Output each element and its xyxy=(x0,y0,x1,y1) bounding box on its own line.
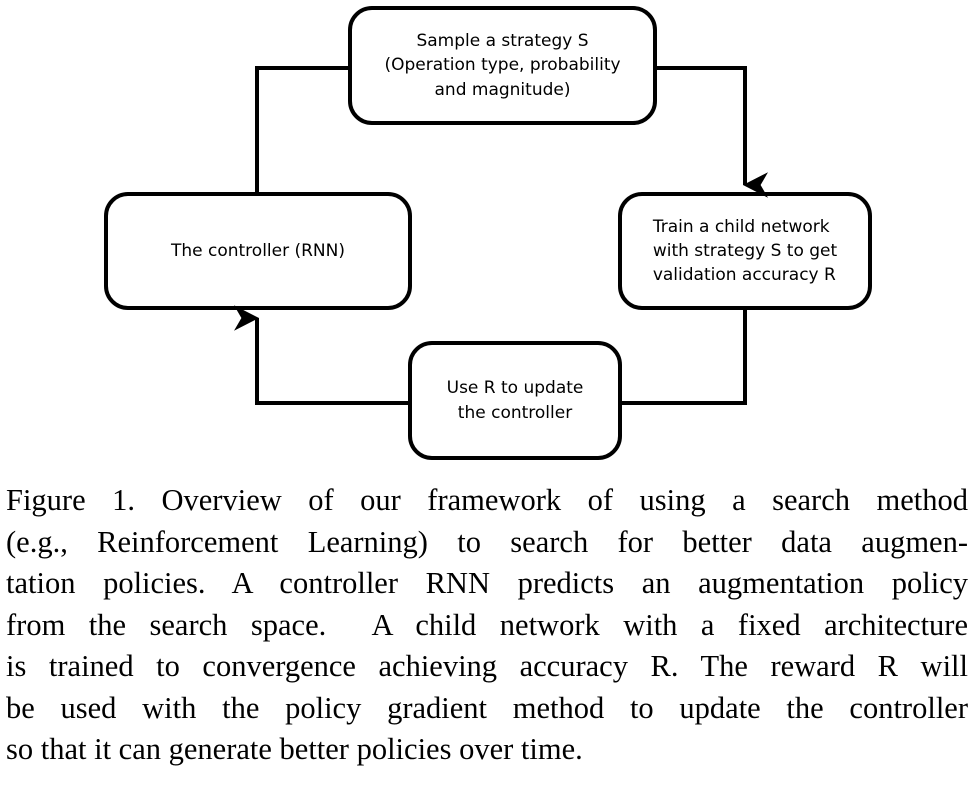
node-outline-sample-strategy xyxy=(348,6,657,125)
edge-sample-to-train xyxy=(657,66,768,198)
edge-train-to-update xyxy=(620,308,747,405)
edge-controller-to-sample xyxy=(255,66,348,194)
diagram-canvas xyxy=(104,6,872,460)
node-controller[interactable]: The controller (RNN) xyxy=(104,192,412,310)
caption-line: from the search space. A child network w… xyxy=(6,607,968,642)
figure-caption: Figure 1. Overview of our framework of u… xyxy=(6,480,968,771)
caption-line: Figure 1. Overview of our framework of u… xyxy=(6,483,968,517)
node-train-child-network-label: Train a child network with strategy S to… xyxy=(652,216,838,286)
caption-line: is trained to convergence achieving accu… xyxy=(6,649,968,683)
node-outline-update-controller xyxy=(408,341,622,460)
node-sample-strategy-label: Sample a strategy S (Operation type, pro… xyxy=(384,31,621,100)
node-sample-strategy[interactable]: Sample a strategy S (Operation type, pro… xyxy=(348,6,657,125)
node-update-controller-label: Use R to update the controller xyxy=(446,378,584,423)
node-train-child-network[interactable]: Train a child network with strategy S to… xyxy=(618,192,872,310)
edge-update-to-controller xyxy=(234,305,410,405)
node-update-controller[interactable]: Use R to update the controller xyxy=(408,341,622,460)
caption-line: (e.g., Reinforcement Learning) to search… xyxy=(6,524,968,559)
node-controller-label: The controller (RNN) xyxy=(170,240,346,261)
framework-diagram: Sample a strategy S (Operation type, pro… xyxy=(104,6,872,460)
caption-line: tation policies. A controller RNN predic… xyxy=(6,566,968,600)
caption-line: so that it can generate better policies … xyxy=(6,732,583,766)
caption-line: be used with the policy gradient method … xyxy=(6,690,968,725)
